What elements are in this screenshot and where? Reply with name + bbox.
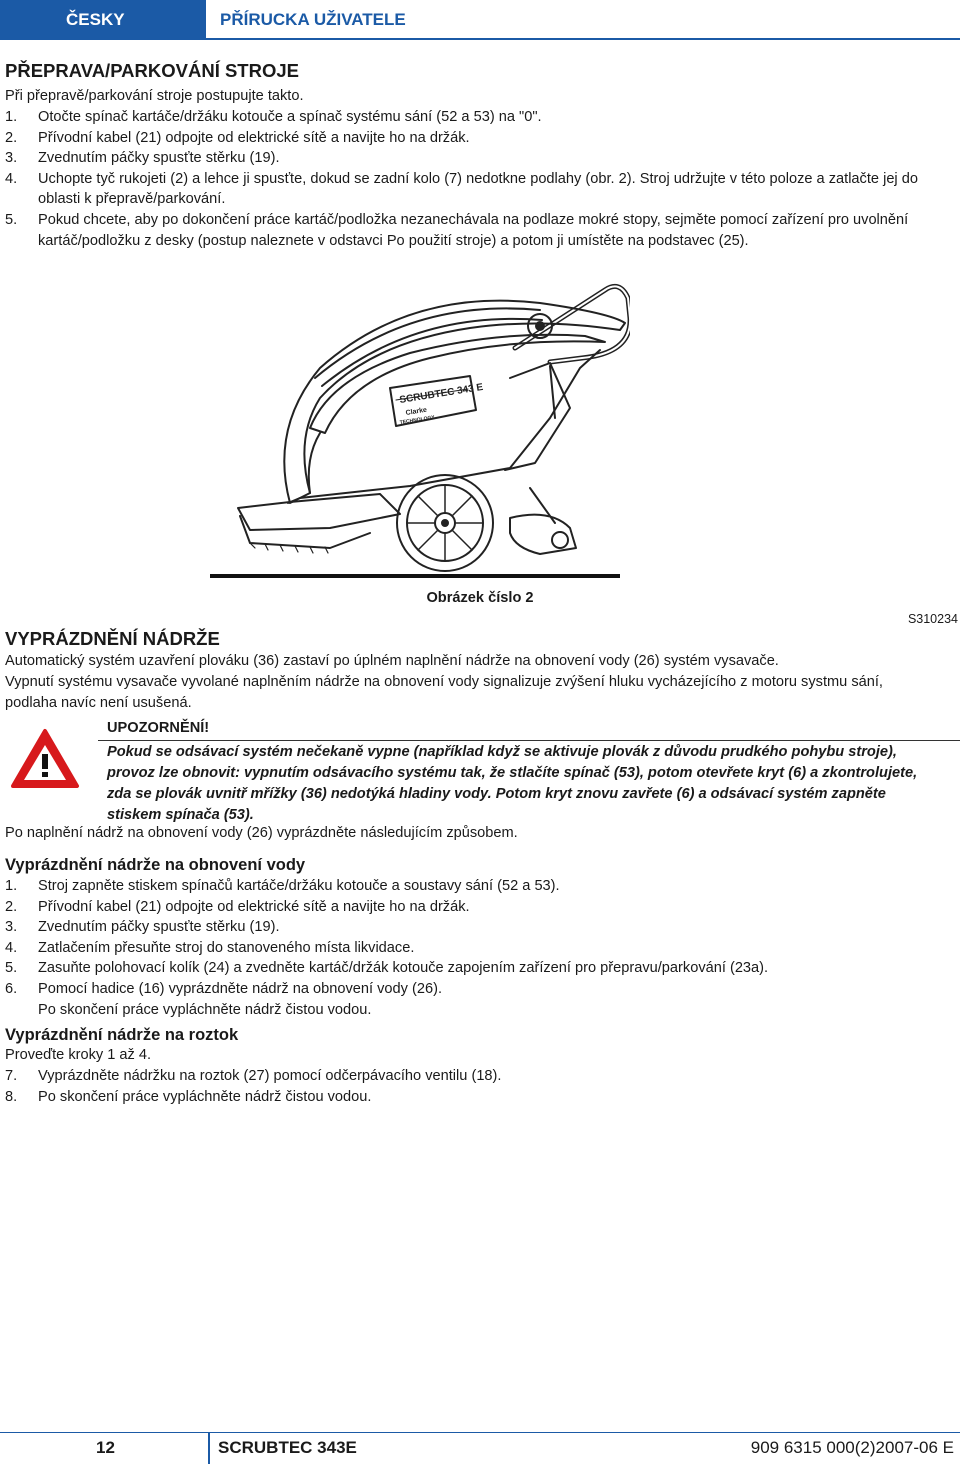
- step-number: 8.: [5, 1088, 18, 1105]
- step-text: Zvednutím páčky spusťte stěrku (19).: [38, 150, 280, 167]
- list-item: 5. Zasuňte polohovací kolík (24) a zvedně…: [5, 958, 936, 979]
- list-item: 2. Přívodní kabel (21) odpojte od elektri…: [5, 897, 936, 918]
- warning-text: Pokud se odsávací systém nečekaně vypne …: [107, 744, 918, 823]
- step-text: Vyprázdněte nádržku na roztok (27) pomoc…: [38, 1068, 502, 1084]
- list-item: 1. Stroj zapněte stiskem spínačů kartáče/…: [5, 876, 936, 897]
- drain-para-2: Vypnutí systému vysavače vyvolané naplně…: [5, 674, 883, 711]
- list-item-continuation: Po skončení práce vypláchněte nádrž čist…: [5, 1000, 936, 1021]
- list-item: 4. Uchopte tyč rukojeti (2) a lehce ji sp…: [5, 169, 936, 210]
- step-text: Po skončení práce vypláchněte nádrž čist…: [38, 1088, 372, 1105]
- list-item: 7. Vyprázdněte nádržku na roztok (27) pom…: [5, 1066, 936, 1087]
- step-text: Otočte spínač kartáče/držáku kotouče a s…: [38, 109, 542, 125]
- drain-para-3: Po naplnění nádrž na obnovení vody (26) …: [5, 825, 518, 841]
- footer-model: SCRUBTEC 343E: [218, 1438, 357, 1457]
- technology-tag: TECHNOLOGY: [399, 414, 435, 426]
- solution-heading: Vyprázdnění nádrže na roztok: [5, 1026, 239, 1044]
- step-number: 1.: [5, 109, 18, 125]
- step-text: Uchopte tyč rukojeti (2) a lehce ji spus…: [38, 170, 918, 208]
- list-item: 3. Zvednutím páčky spusťte stěrku (19).: [5, 917, 936, 938]
- footer-doc-number: 909 6315 000(2)2007-06 E: [750, 1438, 954, 1457]
- step-text: Přívodní kabel (21) odpojte od elektrick…: [38, 898, 470, 915]
- page-number: 12: [96, 1438, 115, 1457]
- step-number: 4.: [5, 170, 18, 187]
- footer-rule: [0, 1432, 960, 1433]
- step-number: 3.: [5, 919, 18, 936]
- warning-icon: [11, 729, 79, 788]
- step-text: Pokud chcete, aby po dokončení práce kar…: [38, 211, 909, 249]
- page-header: ČESKY PŘÍRUCKA UŽIVATELE: [0, 0, 960, 40]
- page-footer: 12 SCRUBTEC 343E 909 6315 000(2)2007-06 …: [0, 1432, 960, 1464]
- floor-line: [210, 574, 620, 578]
- list-item: 4. Zatlačením přesuňte stroj do stanovené…: [5, 938, 936, 959]
- step-number: 7.: [5, 1068, 18, 1084]
- list-item: 3. Zvednutím páčky spusťte stěrku (19).: [5, 148, 936, 169]
- list-item: 2. Přívodní kabel (21) odpojte od elektri…: [5, 128, 936, 149]
- step-number: 6.: [5, 980, 18, 997]
- step-number: 5.: [5, 960, 18, 977]
- drain-para-1: Automatický systém uzavření plováku (36)…: [5, 653, 779, 669]
- transport-steps: 1. Otočte spínač kartáče/držáku kotouče a…: [5, 107, 936, 251]
- step-text: Stroj zapněte stiskem spínačů kartáče/dr…: [38, 878, 560, 894]
- header-rule: [206, 38, 960, 40]
- manual-title: PŘÍRUCKA UŽIVATELE: [220, 10, 406, 29]
- step-number: 2.: [5, 898, 18, 915]
- warning-rule: [98, 740, 960, 741]
- list-item: 6. Pomocí hadice (16) vyprázdněte nádrž n…: [5, 979, 936, 1000]
- transport-intro: Při přepravě/parkování stroje postupujte…: [5, 88, 304, 104]
- step-text: Po skončení práce vypláchněte nádrž čist…: [38, 1001, 372, 1018]
- list-item: 1. Otočte spínač kartáče/držáku kotouče a…: [5, 107, 936, 128]
- recovery-steps: 1. Stroj zapněte stiskem spínačů kartáče/…: [5, 876, 936, 1020]
- language-tab: ČESKY: [0, 0, 206, 40]
- step-number: 3.: [5, 150, 18, 167]
- machine-illustration: SCRUBTEC 343 E Clarke TECHNOLOGY: [210, 283, 630, 578]
- step-number: 5.: [5, 211, 18, 228]
- drain-heading: VYPRÁZDNĚNÍ NÁDRŽE: [5, 628, 220, 649]
- solution-intro: Proveďte kroky 1 až 4.: [5, 1047, 152, 1063]
- step-text: Zasuňte polohovací kolík (24) a zvedněte…: [38, 960, 769, 977]
- step-number: 2.: [5, 129, 18, 146]
- footer-separator: [208, 1432, 210, 1464]
- step-text: Přívodní kabel (21) odpojte od elektrick…: [38, 129, 470, 146]
- transport-heading: PŘEPRAVA/PARKOVÁNÍ STROJE: [5, 60, 299, 81]
- step-text: Zvednutím páčky spusťte stěrku (19).: [38, 919, 280, 936]
- step-number: 4.: [5, 939, 18, 956]
- brand-label: Clarke: [405, 407, 427, 417]
- step-text: Zatlačením přesuňte stroj do stanoveného…: [38, 939, 415, 956]
- figure-code: S310234: [907, 612, 958, 626]
- figure-caption: Obrázek číslo 2: [426, 590, 534, 606]
- step-number: 1.: [5, 878, 18, 894]
- solution-steps: 7. Vyprázdněte nádržku na roztok (27) pom…: [5, 1066, 936, 1107]
- warning-title: UPOZORNĚNÍ!: [107, 720, 210, 736]
- list-item: 5. Pokud chcete, aby po dokončení práce k…: [5, 210, 936, 251]
- list-item: 8. Po skončení práce vypláchněte nádrž či…: [5, 1087, 936, 1108]
- step-text: Pomocí hadice (16) vyprázdněte nádrž na …: [38, 980, 442, 997]
- recovery-heading: Vyprázdnění nádrže na obnovení vody: [5, 856, 306, 874]
